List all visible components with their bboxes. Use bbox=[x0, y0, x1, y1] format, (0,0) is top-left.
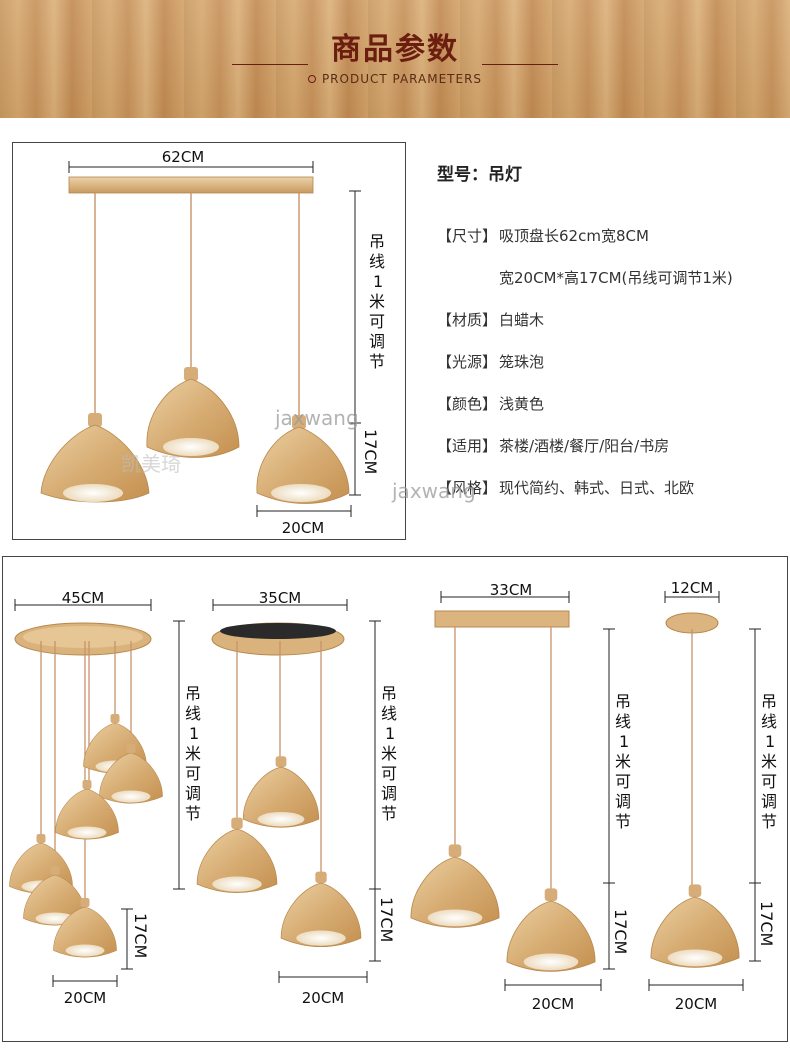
variants-illustration: 45CM 吊 线 1 米 可 调 节 bbox=[9, 579, 777, 1013]
variant-1-shade-label: 20CM bbox=[64, 989, 107, 1007]
variant-33cm: 33CM 吊 线 1 米 可 调 节 17CM 20CM bbox=[410, 581, 631, 1013]
three-pendant-illustration: 62CM 吊 线 1 米 bbox=[40, 148, 385, 537]
variant-4-height-label: 17CM bbox=[757, 901, 776, 946]
svg-text:可: 可 bbox=[369, 312, 385, 331]
top-product-diagram: 62CM 吊 线 1 米 bbox=[12, 142, 406, 540]
height-label: 17CM bbox=[361, 429, 380, 474]
spec-row-usage: 【适用】茶楼/酒楼/餐厅/阳台/书房 bbox=[437, 437, 670, 455]
banner-subtitle-text: PRODUCT PARAMETERS bbox=[321, 72, 483, 86]
banner-rule-right bbox=[482, 64, 558, 65]
spec-list: 型号：吊灯 【尺寸】吸顶盘长62cm宽8CM 宽20CM*高17CM(吊线可调节… bbox=[437, 160, 787, 519]
svg-text:吊: 吊 bbox=[381, 684, 397, 703]
model-title: 型号：吊灯 bbox=[437, 165, 522, 185]
svg-text:可: 可 bbox=[761, 772, 777, 791]
svg-text:调: 调 bbox=[761, 792, 777, 811]
svg-text:调: 调 bbox=[185, 784, 201, 803]
spec-row-light-source: 【光源】笼珠泡 bbox=[437, 353, 545, 371]
svg-text:节: 节 bbox=[615, 812, 631, 831]
svg-text:吊: 吊 bbox=[761, 692, 777, 711]
spec-row-size-cont: 宽20CM*高17CM(吊线可调节1米) bbox=[499, 269, 733, 287]
svg-text:吊: 吊 bbox=[369, 232, 385, 251]
variants-panel: 45CM 吊 线 1 米 可 调 节 bbox=[2, 556, 788, 1042]
svg-text:1: 1 bbox=[385, 724, 395, 743]
svg-text:线: 线 bbox=[615, 712, 631, 731]
width-label: 62CM bbox=[162, 148, 205, 166]
svg-text:调: 调 bbox=[615, 792, 631, 811]
banner-subtitle: PRODUCT PARAMETERS bbox=[0, 72, 790, 86]
circle-icon bbox=[307, 74, 316, 83]
svg-text:可: 可 bbox=[185, 764, 201, 783]
banner-title: 商品参数 bbox=[331, 32, 459, 67]
svg-text:线: 线 bbox=[381, 704, 397, 723]
svg-text:米: 米 bbox=[615, 752, 631, 771]
svg-text:米: 米 bbox=[761, 752, 777, 771]
header-banner: 商品参数 PRODUCT PARAMETERS bbox=[0, 0, 790, 118]
svg-text:线: 线 bbox=[761, 712, 777, 731]
variant-3-height-label: 17CM bbox=[611, 909, 630, 954]
variant-12cm: 12CM 吊 线 1 米 可 调 节 17CM 20CM bbox=[648, 579, 777, 1013]
pendant-shade-1 bbox=[40, 413, 150, 503]
banner-rule-left bbox=[232, 64, 308, 65]
svg-text:1: 1 bbox=[765, 732, 775, 751]
spec-row-material: 【材质】白蜡木 bbox=[437, 311, 545, 329]
svg-text:线: 线 bbox=[185, 704, 201, 723]
variant-35cm: 35CM 吊 线 1 米 可 调 节 17CM 20CM bbox=[196, 589, 397, 1007]
svg-text:节: 节 bbox=[761, 812, 777, 831]
watermark-cn-text: 凯美琦 bbox=[121, 452, 181, 476]
shade-width-label: 20CM bbox=[282, 519, 325, 537]
variant-3-shade-label: 20CM bbox=[532, 995, 575, 1013]
watermark-text: jaxwang bbox=[274, 406, 359, 430]
variant-2-canopy-label: 35CM bbox=[259, 589, 302, 607]
svg-text:吊: 吊 bbox=[185, 684, 201, 703]
spec-row-style: 【风格】现代简约、韩式、日式、北欧 bbox=[437, 479, 695, 497]
svg-text:线: 线 bbox=[369, 252, 385, 271]
variant-2-shade-label: 20CM bbox=[302, 989, 345, 1007]
variant-4-shade-label: 20CM bbox=[675, 995, 718, 1013]
svg-text:调: 调 bbox=[369, 332, 385, 351]
svg-text:1: 1 bbox=[619, 732, 629, 751]
banner-wood-texture bbox=[0, 0, 790, 118]
svg-text:调: 调 bbox=[381, 784, 397, 803]
svg-text:节: 节 bbox=[381, 804, 397, 823]
pendant-shade-2 bbox=[146, 367, 240, 458]
svg-text:jaxwang: jaxwang bbox=[391, 479, 476, 503]
variant-45cm: 45CM 吊 线 1 米 可 调 节 bbox=[9, 589, 201, 1007]
spec-row-size: 【尺寸】吸顶盘长62cm宽8CM bbox=[437, 227, 649, 245]
svg-text:可: 可 bbox=[615, 772, 631, 791]
svg-text:1: 1 bbox=[373, 272, 383, 291]
pendant-shade-3 bbox=[256, 415, 350, 504]
variant-1-height-label: 17CM bbox=[131, 913, 150, 958]
svg-text:1: 1 bbox=[189, 724, 199, 743]
cord-length-label: 吊 线 1 米 可 调 节 bbox=[369, 232, 385, 371]
spec-watermark: jaxwang bbox=[391, 479, 476, 503]
variant-2-height-label: 17CM bbox=[377, 897, 396, 942]
svg-text:节: 节 bbox=[185, 804, 201, 823]
variant-4-canopy-label: 12CM bbox=[671, 579, 714, 597]
variant-3-canopy-label: 33CM bbox=[490, 581, 533, 599]
svg-text:可: 可 bbox=[381, 764, 397, 783]
svg-text:米: 米 bbox=[381, 744, 397, 763]
variant-1-canopy-label: 45CM bbox=[62, 589, 105, 607]
spec-row-color: 【颜色】浅黄色 bbox=[437, 395, 545, 413]
ceiling-canopy-bar bbox=[68, 176, 314, 194]
svg-text:米: 米 bbox=[185, 744, 201, 763]
svg-text:节: 节 bbox=[369, 352, 385, 371]
svg-text:米: 米 bbox=[369, 292, 385, 311]
svg-text:吊: 吊 bbox=[615, 692, 631, 711]
